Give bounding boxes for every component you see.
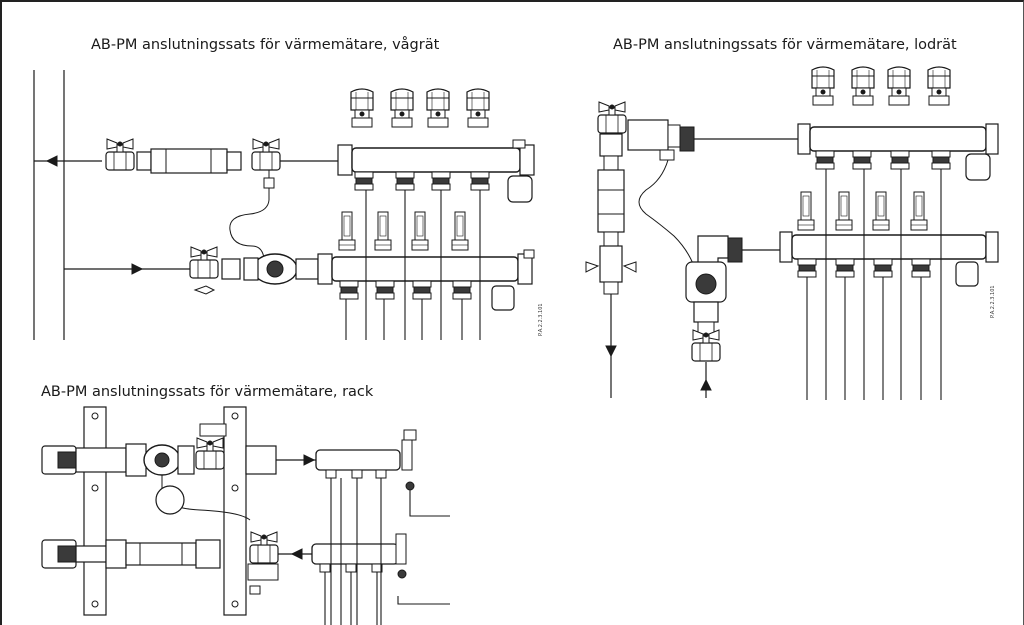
horizontal-assembly [33, 70, 535, 340]
vertical-panel-title: AB-PM anslutningssats för värmemätare, l… [613, 37, 957, 53]
horizontal-panel-title: AB-PM anslutningssats för värmemätare, v… [91, 37, 440, 53]
rack-panel-title: AB-PM anslutningssats för värmemätare, r… [41, 384, 374, 400]
vertical-assembly [585, 66, 999, 400]
rack-assembly [41, 406, 450, 625]
